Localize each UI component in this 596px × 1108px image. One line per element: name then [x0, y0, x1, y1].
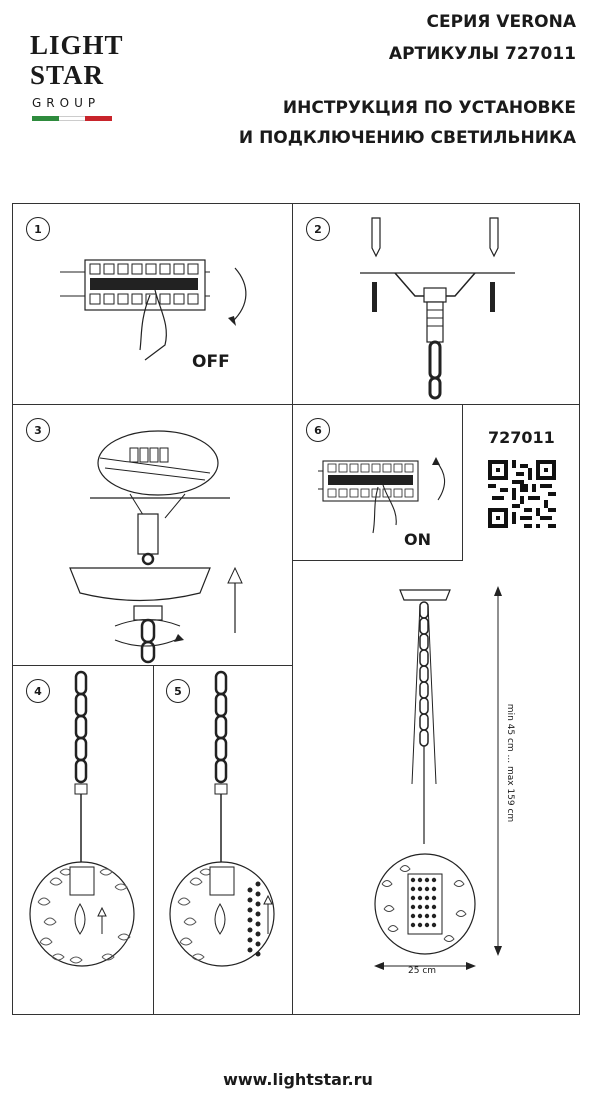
flag-red [85, 116, 113, 121]
height-range-label: min 45 cm ... max 159 cm [505, 703, 515, 823]
flag-white [58, 116, 86, 121]
grid-col-1-2 [292, 203, 293, 404]
grid-panel6-bottom [292, 560, 463, 561]
qr-code-icon [488, 460, 556, 528]
website-url[interactable]: www.lightstar.ru [223, 1070, 373, 1089]
logo-line-group: GROUP [32, 96, 101, 110]
step-number-5: 5 [166, 679, 190, 703]
instruction-title-1: ИНСТРУКЦИЯ ПО УСТАНОВКЕ [282, 98, 576, 118]
off-label: OFF [192, 352, 230, 372]
step-number-6: 6 [306, 418, 330, 442]
grid-right [579, 203, 580, 1015]
step-number-1: 1 [26, 217, 50, 241]
fixture-dimensions-illustration [374, 586, 502, 970]
grid-top [12, 203, 580, 204]
breaker-off-illustration [60, 259, 247, 361]
crystal-strings-illustration [169, 670, 275, 967]
grid-col-3-6 [292, 404, 293, 1014]
instruction-title-2: И ПОДКЛЮЧЕНИЮ СВЕТИЛЬНИКА [238, 128, 576, 148]
mounting-bracket-illustration [360, 217, 515, 400]
bulb-insert-illustration [29, 670, 135, 967]
logo-line-star: STAR [30, 60, 105, 90]
grid-bottom [12, 1014, 580, 1015]
logo-line-light: LIGHT [30, 30, 124, 60]
wiring-canopy-illustration [69, 430, 243, 664]
articles-title: АРТИКУЛЫ 727011 [388, 44, 576, 64]
grid-col-4-5 [153, 665, 154, 1014]
grid-row1-sep [12, 404, 580, 405]
flag-green [32, 116, 59, 121]
step-number-2: 2 [306, 217, 330, 241]
step-number-4: 4 [26, 679, 50, 703]
step-number-3: 3 [26, 418, 50, 442]
series-title: СЕРИЯ VERONA [426, 12, 576, 32]
grid-panel6-right [462, 404, 463, 561]
grid-row3-sep [12, 665, 293, 666]
width-label: 25 cm [408, 966, 437, 976]
on-label: ON [404, 530, 431, 549]
brand-logo: LIGHT STAR GROUP [26, 26, 123, 136]
breaker-on-illustration [318, 457, 446, 534]
article-code: 727011 [488, 428, 555, 447]
logo-flag-stripe [32, 116, 113, 121]
grid-left [12, 203, 13, 1015]
